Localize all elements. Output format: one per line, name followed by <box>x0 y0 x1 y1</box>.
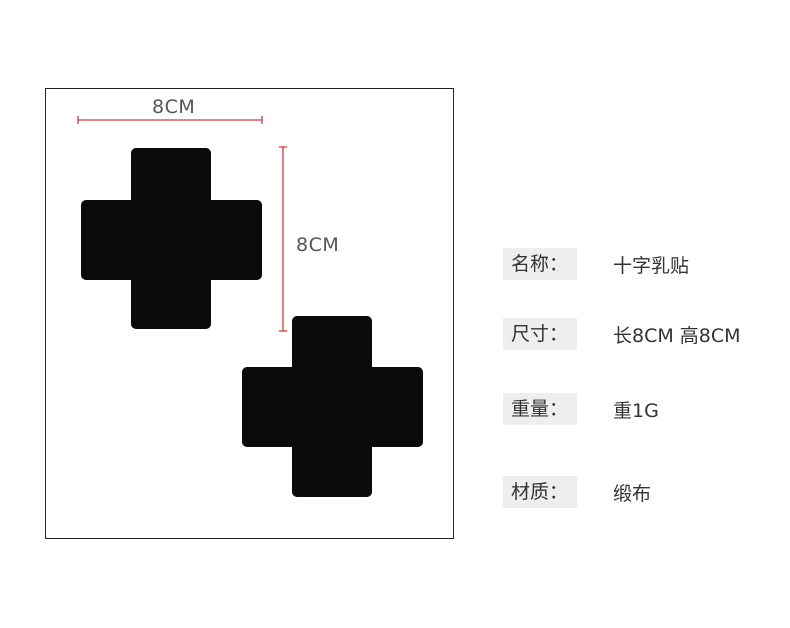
spec-value-weight: 重1G <box>613 399 659 422</box>
width-dimension-label: 8CM <box>152 96 196 118</box>
spec-key-size: 尺寸： <box>503 318 577 350</box>
spec-key-material: 材质： <box>503 476 577 508</box>
spec-key-name: 名称： <box>503 248 577 280</box>
width-dimension-line <box>77 116 263 124</box>
spec-row-name: 名称： 十字乳贴 <box>503 248 689 280</box>
spec-value-material: 缎布 <box>613 482 652 505</box>
height-dimension-label: 8CM <box>296 234 340 256</box>
cross-pastie-bottom-right <box>242 316 423 497</box>
product-image-frame: 8CM 8CM <box>45 88 454 539</box>
spec-row-material: 材质： 缎布 <box>503 476 651 508</box>
product-illustration <box>77 116 423 497</box>
spec-value-name: 十字乳贴 <box>613 254 690 277</box>
spec-key-weight: 重量： <box>503 393 577 425</box>
cross-pastie-top-left <box>81 148 262 329</box>
spec-value-size: 长8CM 高8CM <box>613 324 741 347</box>
spec-row-size: 尺寸： 长8CM 高8CM <box>503 318 741 350</box>
height-dimension-line <box>279 146 287 332</box>
spec-row-weight: 重量： 重1G <box>503 393 659 425</box>
